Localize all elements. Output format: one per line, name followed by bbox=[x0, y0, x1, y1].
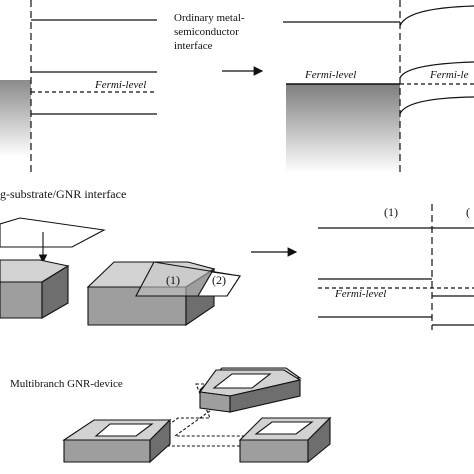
fermi-level-label-right-a: Fermi-level bbox=[304, 69, 356, 81]
bent-band-3 bbox=[399, 96, 474, 115]
gnr-sheet-floating bbox=[0, 217, 106, 248]
substrate-block-right bbox=[86, 261, 241, 327]
top-right-band-diagram bbox=[283, 0, 474, 175]
middle-fermi-level-label: Fermi-level bbox=[334, 288, 386, 300]
right-contact-pad bbox=[254, 421, 314, 435]
middle-band-diagram bbox=[318, 204, 474, 330]
right-contact-front bbox=[239, 439, 309, 463]
right-contact-side bbox=[307, 416, 331, 464]
substrate-block-left bbox=[0, 259, 70, 319]
top-contact-side bbox=[229, 379, 301, 413]
arrow-caption-line-1: Ordinary metal- bbox=[174, 12, 245, 24]
metal-block-left bbox=[0, 80, 31, 157]
arrow-caption: Ordinary metal- semiconductor interface bbox=[174, 12, 245, 52]
region-1-label: (1) bbox=[166, 273, 180, 287]
band-region-2-label: ( bbox=[466, 205, 470, 219]
middle-panel-title: g-substrate/GNR interface bbox=[0, 187, 126, 201]
gnr-overhang bbox=[197, 271, 241, 297]
left-contact-front bbox=[63, 439, 151, 463]
arrow-caption-line-2: semiconductor bbox=[174, 26, 239, 38]
metal-block-right bbox=[286, 84, 400, 173]
bent-band-2 bbox=[399, 61, 474, 79]
left-contact-pad bbox=[94, 423, 154, 437]
top-left-band-diagram bbox=[0, 0, 157, 172]
fermi-level-label-left: Fermi-level bbox=[94, 79, 146, 91]
fermi-level-label-right-b: Fermi-le bbox=[429, 69, 469, 81]
bottom-panel-title: Multibranch GNR-device bbox=[10, 378, 123, 390]
top-contact-pad bbox=[212, 373, 272, 389]
top-contact-front bbox=[199, 391, 231, 413]
region-2-label: (2) bbox=[212, 273, 226, 287]
block-left-side bbox=[41, 265, 69, 319]
left-contact-side bbox=[149, 418, 171, 464]
band-region-1-label: (1) bbox=[384, 205, 398, 219]
block-left-front bbox=[0, 281, 43, 319]
multibranch-device bbox=[62, 367, 332, 464]
bent-band-1 bbox=[399, 5, 474, 27]
arrow-caption-line-3: interface bbox=[174, 40, 213, 52]
